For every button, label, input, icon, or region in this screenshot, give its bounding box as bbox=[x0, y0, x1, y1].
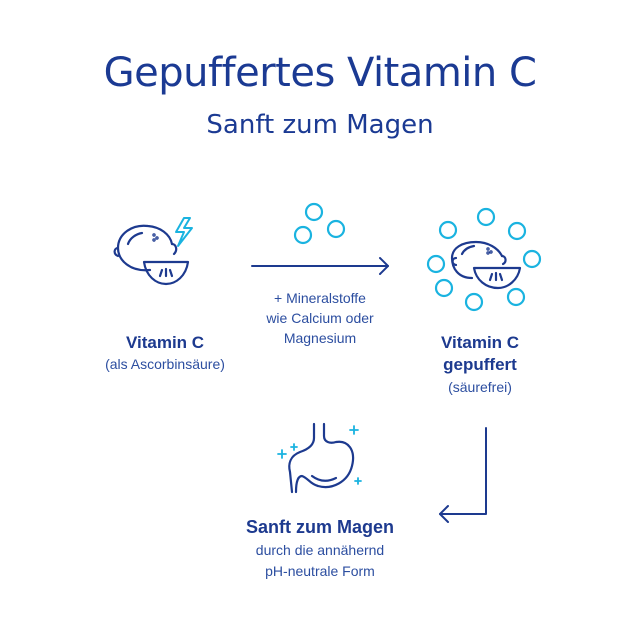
step2-line1: + Mineralstoffe bbox=[274, 290, 366, 306]
step3-title-line1: Vitamin C bbox=[440, 333, 520, 352]
lemon-bubbles-icon bbox=[426, 207, 542, 312]
page-subtitle: Sanft zum Magen bbox=[206, 110, 434, 140]
step4-text: durch die annähernd pH-neutrale Form bbox=[200, 540, 440, 582]
step2-line3: Magnesium bbox=[283, 330, 357, 346]
step3-title: Vitamin C gepuffert bbox=[405, 332, 555, 376]
arrow-right-icon bbox=[251, 257, 389, 275]
step3-note: (säurefrei) bbox=[448, 379, 512, 395]
lemon-lightning-icon bbox=[113, 217, 193, 286]
mineral-bubbles-icon bbox=[293, 202, 346, 245]
step1-note: (als Ascorbinsäure) bbox=[105, 356, 225, 372]
stomach-sparkle-icon bbox=[277, 422, 362, 494]
step1-title: Vitamin C bbox=[125, 333, 205, 352]
page-title: Gepuffertes Vitamin C bbox=[103, 50, 537, 96]
step3-title-line2: gepuffert bbox=[443, 355, 517, 374]
step4-line2: pH-neutrale Form bbox=[265, 563, 375, 579]
arrow-down-left-icon bbox=[439, 427, 487, 523]
step4-line1: durch die annähernd bbox=[255, 542, 385, 558]
step4-title: Sanft zum Magen bbox=[245, 517, 394, 537]
step2-text: + Mineralstoffe wie Calcium oder Magnesi… bbox=[230, 288, 410, 348]
step2-line2: wie Calcium oder bbox=[266, 310, 374, 326]
